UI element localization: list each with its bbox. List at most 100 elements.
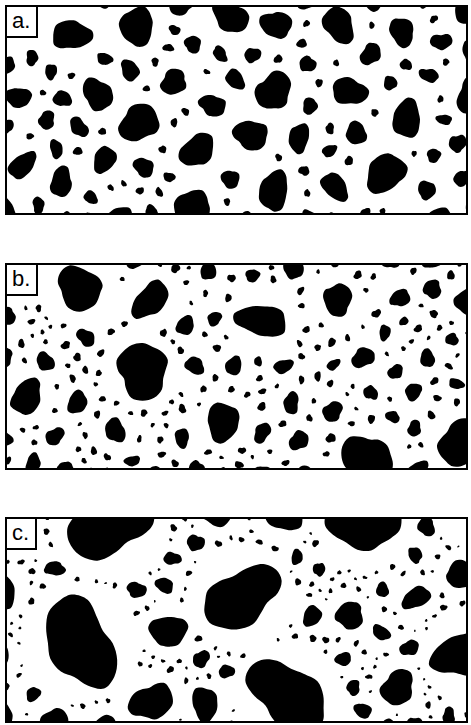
grain <box>275 384 279 389</box>
grain <box>145 606 150 611</box>
grain <box>193 650 210 668</box>
grain <box>131 279 168 319</box>
grain <box>399 316 408 325</box>
grain <box>167 666 174 673</box>
grain <box>219 456 224 459</box>
grain <box>213 374 219 382</box>
grain <box>289 430 309 450</box>
grain <box>438 695 442 700</box>
grain <box>73 353 81 362</box>
grain <box>454 398 460 406</box>
grain <box>8 151 37 179</box>
grain <box>73 147 83 155</box>
grain <box>429 631 467 676</box>
grain <box>290 570 293 572</box>
grain <box>31 334 35 338</box>
grain <box>121 59 140 81</box>
grain <box>162 44 174 51</box>
grain <box>254 356 262 366</box>
grain <box>97 349 104 357</box>
grain <box>38 110 54 129</box>
grain <box>259 12 292 39</box>
grain <box>45 64 57 80</box>
grain <box>449 378 465 389</box>
grain <box>184 587 187 591</box>
grain <box>320 172 348 202</box>
grain <box>333 77 369 104</box>
grain <box>322 401 343 422</box>
grain <box>94 382 99 386</box>
grain <box>114 401 120 406</box>
grain <box>433 395 442 401</box>
grain <box>184 677 188 684</box>
grain <box>405 384 422 402</box>
grain <box>74 577 79 582</box>
grain <box>333 60 339 67</box>
grain <box>155 578 173 594</box>
grain <box>194 561 196 564</box>
grain <box>340 676 343 678</box>
grain <box>225 355 241 375</box>
grain <box>251 455 254 459</box>
grain <box>360 43 381 66</box>
grain <box>18 627 21 630</box>
grain <box>371 309 381 317</box>
grain <box>375 657 377 660</box>
grain <box>309 532 312 535</box>
grain <box>298 166 309 176</box>
grain <box>315 79 322 87</box>
grain <box>178 133 213 166</box>
grain <box>375 571 379 575</box>
grain <box>54 384 59 390</box>
grain <box>435 115 452 125</box>
grain <box>22 357 27 363</box>
grain <box>303 20 310 27</box>
grain <box>271 546 278 552</box>
grain <box>324 649 328 654</box>
grain <box>380 325 391 342</box>
grain <box>179 719 182 721</box>
grain <box>351 384 355 389</box>
grain <box>383 653 389 657</box>
grain <box>302 326 309 333</box>
grain <box>10 622 13 625</box>
grain <box>414 630 416 632</box>
grain <box>203 69 210 74</box>
grain <box>212 6 249 32</box>
grain <box>17 642 20 645</box>
grain <box>105 417 126 442</box>
grain <box>363 385 378 400</box>
grain <box>225 294 231 302</box>
grain <box>215 541 222 547</box>
grain <box>379 669 412 705</box>
grain <box>213 45 228 62</box>
grain <box>365 674 372 678</box>
grain <box>235 461 244 468</box>
grain <box>189 301 193 306</box>
grain <box>429 715 433 718</box>
grain <box>119 6 153 47</box>
grain <box>34 559 37 562</box>
grain <box>58 265 103 312</box>
grain <box>224 335 229 340</box>
grain <box>322 145 338 157</box>
grain <box>245 659 323 722</box>
grain <box>273 359 294 374</box>
grain <box>297 340 303 347</box>
grain <box>427 149 442 163</box>
panel-frame: a. <box>5 5 468 215</box>
grain <box>432 614 437 617</box>
grain <box>69 375 75 383</box>
grain <box>169 6 196 16</box>
grain <box>314 371 320 381</box>
grain <box>10 377 40 415</box>
grain <box>289 624 293 628</box>
grain <box>26 452 41 469</box>
grain <box>429 310 438 318</box>
grain <box>277 638 280 641</box>
grain <box>430 15 438 23</box>
grain <box>19 614 23 618</box>
grain <box>385 411 400 423</box>
grain <box>127 582 147 598</box>
